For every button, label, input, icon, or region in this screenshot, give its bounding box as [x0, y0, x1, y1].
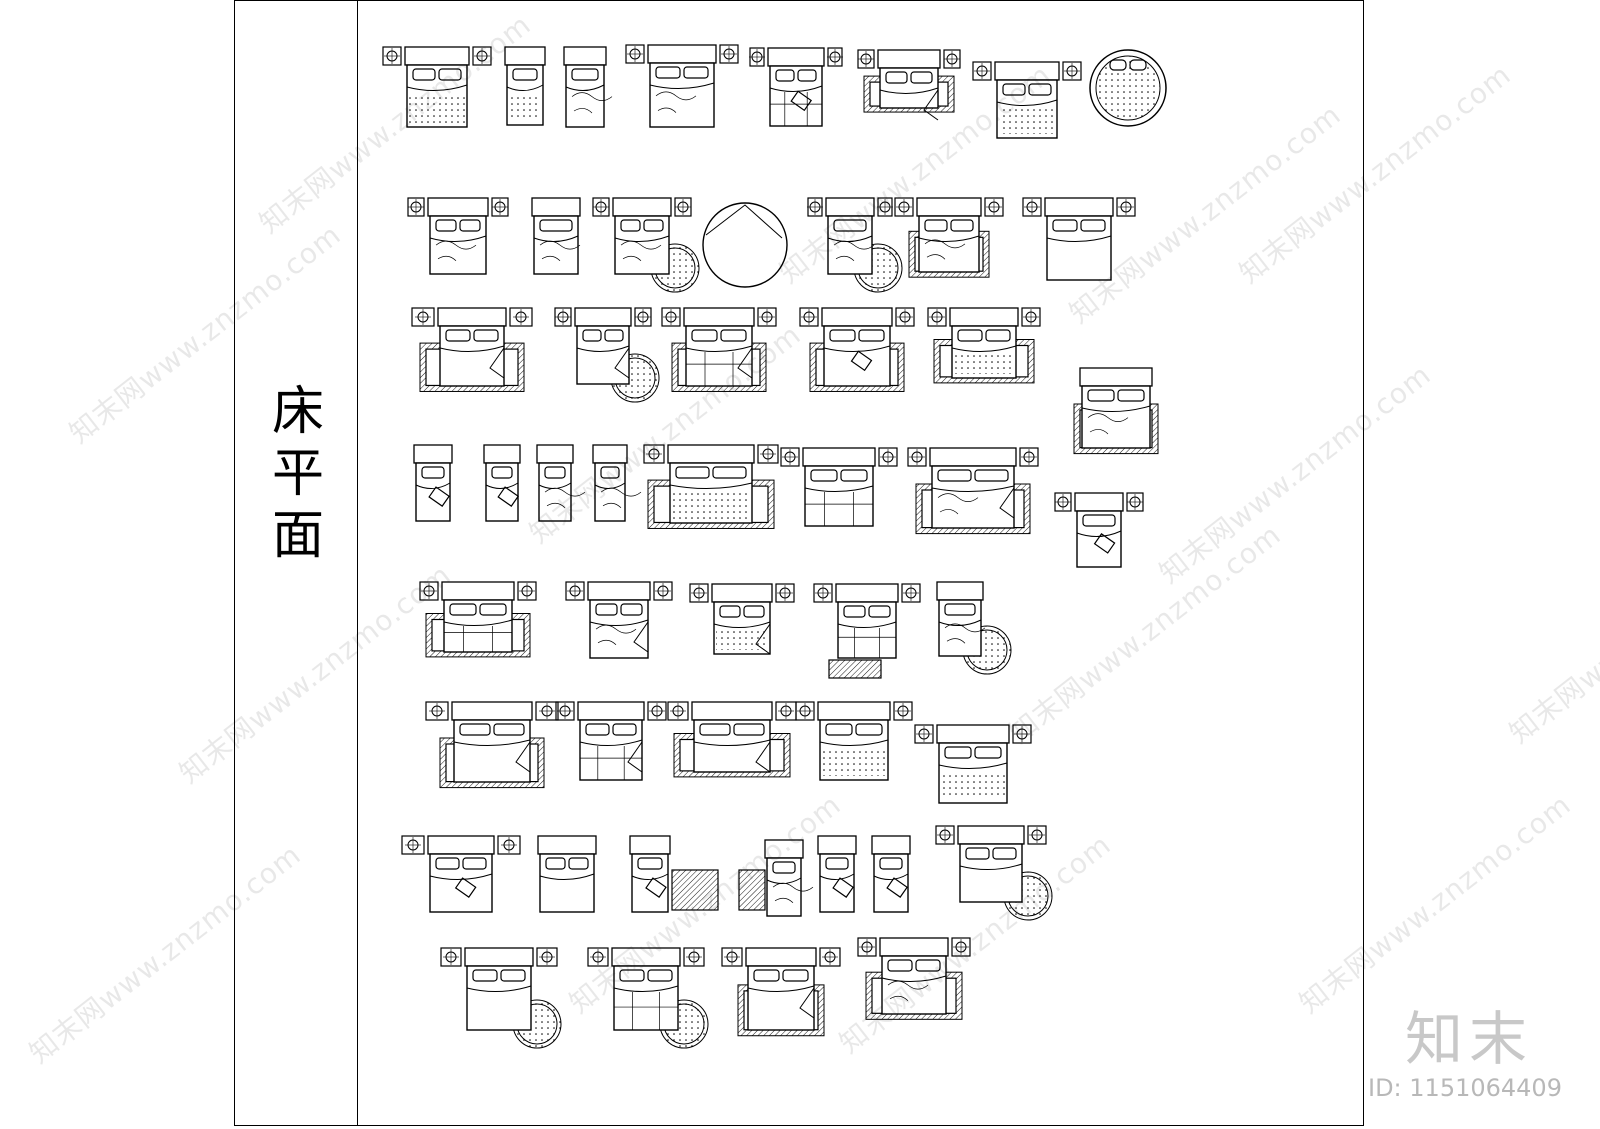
bed-plan-symbol	[936, 581, 1012, 675]
bed-plan-symbol	[894, 197, 1004, 278]
title-column: 床平面	[235, 1, 358, 1125]
bed-plan-symbol	[1054, 492, 1144, 568]
bed-plan-symbol	[425, 701, 559, 789]
bed-plan-symbol	[419, 581, 537, 658]
bed-plan-symbol	[667, 701, 797, 778]
bed-plan-symbol	[780, 447, 898, 527]
bed-plan-symbol	[592, 444, 642, 522]
bed-plan-symbol	[554, 307, 660, 403]
bed-plan-symbol	[1022, 197, 1136, 281]
bed-plan-symbol	[565, 581, 673, 659]
bed-plan-symbol	[807, 197, 903, 293]
bed-plan-symbol	[411, 307, 533, 392]
bed-plan-symbol	[643, 444, 779, 529]
bed-plan-symbol	[907, 447, 1039, 535]
bed-plan-symbol	[972, 61, 1082, 139]
round-bed-symbol	[702, 202, 788, 288]
bed-plan-symbol	[764, 839, 814, 917]
bed-plan-symbol	[689, 583, 795, 655]
bed-plan-symbol	[914, 724, 1032, 804]
bed-plan-symbol	[382, 46, 492, 128]
bed-plan-symbol	[504, 46, 546, 126]
bed-plan-symbol	[857, 937, 971, 1020]
bed-plan-symbol	[799, 307, 915, 392]
bed-plan-symbol	[440, 947, 562, 1049]
bed-plan-symbol	[483, 444, 521, 522]
bed-plan-symbol	[721, 947, 841, 1037]
sheet-title: 床平面	[271, 382, 324, 566]
bed-plan-symbol	[537, 835, 597, 913]
bed-plan-symbol	[587, 947, 709, 1049]
bed-plan-symbol	[625, 44, 739, 128]
round-bed-symbol	[1089, 49, 1167, 127]
bed-plan-symbol	[749, 47, 843, 127]
bed-plan-symbol	[661, 307, 777, 392]
bed-plan-symbol	[536, 444, 586, 522]
rug-symbols	[671, 659, 882, 911]
bed-plan-symbol	[813, 583, 921, 659]
bed-plan-symbol	[817, 835, 857, 913]
bed-plan-symbol	[1073, 367, 1159, 455]
brand-logo: 知末	[1405, 1005, 1534, 1073]
bed-plan-symbol	[927, 307, 1041, 384]
bed-plan-symbol	[629, 835, 671, 913]
bed-plan-symbol	[935, 825, 1053, 921]
drawing-sheet: 床平面	[234, 0, 1364, 1126]
bed-plan-symbol	[531, 197, 581, 275]
bed-plan-symbol	[795, 701, 913, 781]
bed-plan-symbol	[857, 49, 961, 121]
bed-plan-symbol	[413, 444, 453, 522]
bed-plan-symbol	[871, 835, 911, 913]
image-id-label: ID: 1151064409	[1368, 1074, 1562, 1102]
bed-plan-symbol	[407, 197, 509, 275]
bed-plan-symbol	[563, 46, 613, 128]
bed-plan-symbol	[592, 197, 700, 293]
bed-plan-symbol	[401, 835, 521, 913]
bed-plan-symbol	[555, 701, 667, 781]
